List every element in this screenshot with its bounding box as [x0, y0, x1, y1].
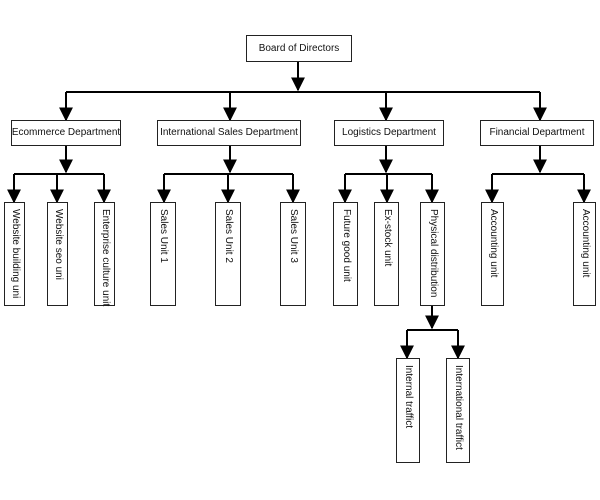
node-sales-unit-1: Sales Unit 1 [150, 202, 176, 306]
node-sales-unit-3: Sales Unit 3 [280, 202, 306, 306]
node-label: Accounting unit [487, 209, 499, 278]
node-accounting-unit-1: Accounting unit [481, 202, 504, 306]
node-label: Sales Unit 1 [158, 209, 169, 263]
node-label: Website building uni [9, 209, 21, 299]
node-enterprise-culture-unit: Enterprise culture unit [94, 202, 115, 306]
node-financial-department: Financial Department [480, 120, 594, 146]
node-internal-traffict: Internal traffict [396, 358, 420, 463]
connectors [7, 62, 591, 360]
node-ex-stock-unit: Ex-stock unit [374, 202, 399, 306]
node-label: Enterprise culture unit [99, 209, 111, 307]
node-website-seo-uni: Website seo uni [47, 202, 68, 306]
node-label: Website seo uni [52, 209, 64, 280]
node-label: Physical distribution [427, 209, 439, 298]
node-label: Future good unit [340, 209, 352, 282]
node-label: Internal traffict [403, 365, 414, 429]
node-accounting-unit-2: Accounting unit [573, 202, 596, 306]
node-logistics-department: Logistics Department [334, 120, 444, 146]
node-international-sales-department: International Sales Department [157, 120, 301, 146]
node-website-building-uni: Website building uni [4, 202, 25, 306]
node-board-of-directors: Board of Directors [246, 35, 352, 62]
node-label: Sales Unit 2 [223, 209, 234, 263]
node-label: Accounting unit [579, 209, 591, 278]
node-ecommerce-department: Ecommerce Department [11, 120, 121, 146]
node-label: Sales Unit 3 [288, 209, 299, 263]
node-international-traffict: International traffict [446, 358, 470, 463]
node-label: International traffict [453, 365, 464, 450]
node-label: Ex-stock unit [381, 209, 393, 267]
node-physical-distribution: Physical distribution [420, 202, 445, 306]
node-sales-unit-2: Sales Unit 2 [215, 202, 241, 306]
node-future-good-unit: Future good unit [333, 202, 358, 306]
